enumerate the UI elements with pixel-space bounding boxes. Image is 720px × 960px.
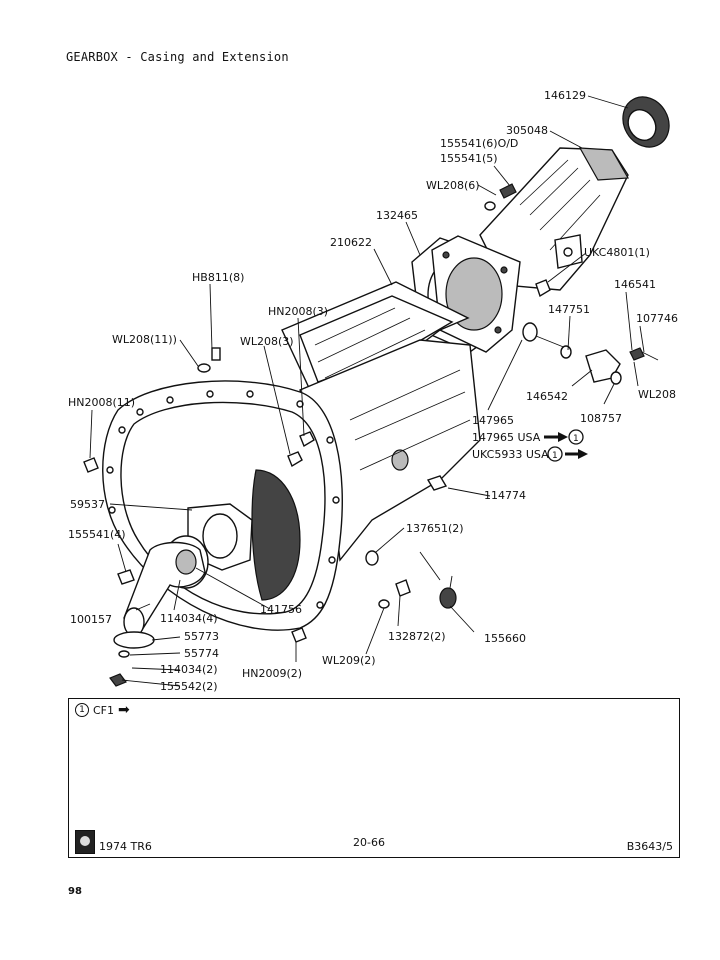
label-hn2008-3: HN2008(3) xyxy=(268,305,328,318)
nut-hn2009 xyxy=(291,627,307,643)
label-132465: 132465 xyxy=(376,209,418,222)
footer-model: 1974 TR6 xyxy=(99,840,152,853)
bolt-hb811 xyxy=(197,347,221,373)
page-number: 98 xyxy=(68,886,82,897)
label-155541-6-od: 155541(6)O/D xyxy=(440,137,518,150)
leader-lines xyxy=(89,95,645,687)
label-137651-2: 137651(2) xyxy=(406,522,464,535)
bolt-155541-4 xyxy=(117,569,135,585)
label-147965-usa: 147965 USA xyxy=(472,431,541,444)
note-text: CF1 xyxy=(93,703,115,717)
footer-drawing-ref: B3643/5 xyxy=(626,840,673,853)
note-line-1: 1 CF1 ➡ xyxy=(75,703,130,717)
label-305048: 305048 xyxy=(506,124,548,137)
label-114034-4: 114034(4) xyxy=(160,612,218,625)
part-labels: 146129 305048 155541(6)O/D 155541(5) WL2… xyxy=(68,89,678,693)
label-wl208-11: WL208(11)) xyxy=(112,333,177,346)
label-146542: 146542 xyxy=(526,390,568,403)
label-wl208-3: WL208(3) xyxy=(240,335,294,348)
label-55774: 55774 xyxy=(184,647,219,660)
gearbox-parts-drawing xyxy=(83,96,670,687)
speedometer-drive-gear xyxy=(522,322,572,359)
front-cover xyxy=(123,535,209,637)
rear-oil-seal xyxy=(622,96,670,148)
right-arrow-icon xyxy=(544,432,568,442)
small-cover-plate xyxy=(109,631,155,687)
label-147751: 147751 xyxy=(548,303,590,316)
label-ukc5933-usa-group: UKC5933 USA 1 xyxy=(472,446,588,462)
footer-page-ref: 20-66 xyxy=(353,836,385,849)
bolt-107746 xyxy=(629,347,659,361)
label-108757: 108757 xyxy=(580,412,622,425)
label-wl208-6: WL208(6) xyxy=(426,179,480,192)
circled-one-label: 1 xyxy=(573,434,579,444)
gearbox-exploded-diagram: 146129 305048 155541(6)O/D 155541(5) WL2… xyxy=(68,89,678,693)
label-59537: 59537 xyxy=(70,498,105,511)
label-55773: 55773 xyxy=(184,630,219,643)
right-arrow-icon: ➡ xyxy=(118,702,130,718)
label-hn2009-2: HN2009(2) xyxy=(242,667,302,680)
plug-114774 xyxy=(426,475,448,491)
label-155542-2: 155542(2) xyxy=(160,680,218,693)
label-146541: 146541 xyxy=(614,278,656,291)
label-hn2008-11: HN2008(11) xyxy=(68,396,135,409)
label-wl209-2: WL209(2) xyxy=(322,654,376,667)
notes-box: 1 CF1 ➡ 1974 TR6 20-66 B3643/5 xyxy=(68,698,680,858)
label-132872-2: 132872(2) xyxy=(388,630,446,643)
top-cover-frame xyxy=(281,281,470,391)
label-141756: 141756 xyxy=(260,603,302,616)
label-147965: 147965 xyxy=(472,414,514,427)
label-wl208: WL208 xyxy=(638,388,676,401)
label-210622: 210622 xyxy=(330,236,372,249)
right-arrow-icon xyxy=(565,449,588,459)
nut-hn2008-left xyxy=(83,457,99,473)
circled-one-icon: 1 xyxy=(568,429,584,445)
label-107746: 107746 xyxy=(636,312,678,325)
circled-one-icon: 1 xyxy=(547,446,563,462)
label-114774: 114774 xyxy=(484,489,526,502)
triumph-logo-icon xyxy=(75,830,95,854)
label-ukc5933-usa: UKC5933 USA xyxy=(472,448,549,461)
bolt-132872 xyxy=(378,579,411,609)
label-ukc4801-1: UKC4801(1) xyxy=(584,246,650,259)
switch-155660 xyxy=(439,575,457,609)
bolt-ukc4801 xyxy=(535,279,551,298)
bolt-wl208-top xyxy=(484,183,517,211)
circled-one-icon: 1 xyxy=(75,703,89,717)
label-147965-usa-group: 147965 USA 1 xyxy=(472,429,584,445)
nut-hn2008-top xyxy=(287,431,315,468)
label-155541-4: 155541(4) xyxy=(68,528,126,541)
label-114034-2: 114034(2) xyxy=(160,663,218,676)
circled-one-label: 1 xyxy=(552,451,558,461)
plug-137651 xyxy=(365,550,379,566)
extension-housing xyxy=(479,147,629,291)
speedometer-housing xyxy=(585,349,622,385)
label-146129: 146129 xyxy=(544,89,586,102)
page-title: GEARBOX - Casing and Extension xyxy=(66,50,289,64)
label-hb811-8: HB811(8) xyxy=(192,271,244,284)
label-155541-5: 155541(5) xyxy=(440,152,498,165)
label-100157: 100157 xyxy=(70,613,112,626)
label-155660: 155660 xyxy=(484,632,526,645)
